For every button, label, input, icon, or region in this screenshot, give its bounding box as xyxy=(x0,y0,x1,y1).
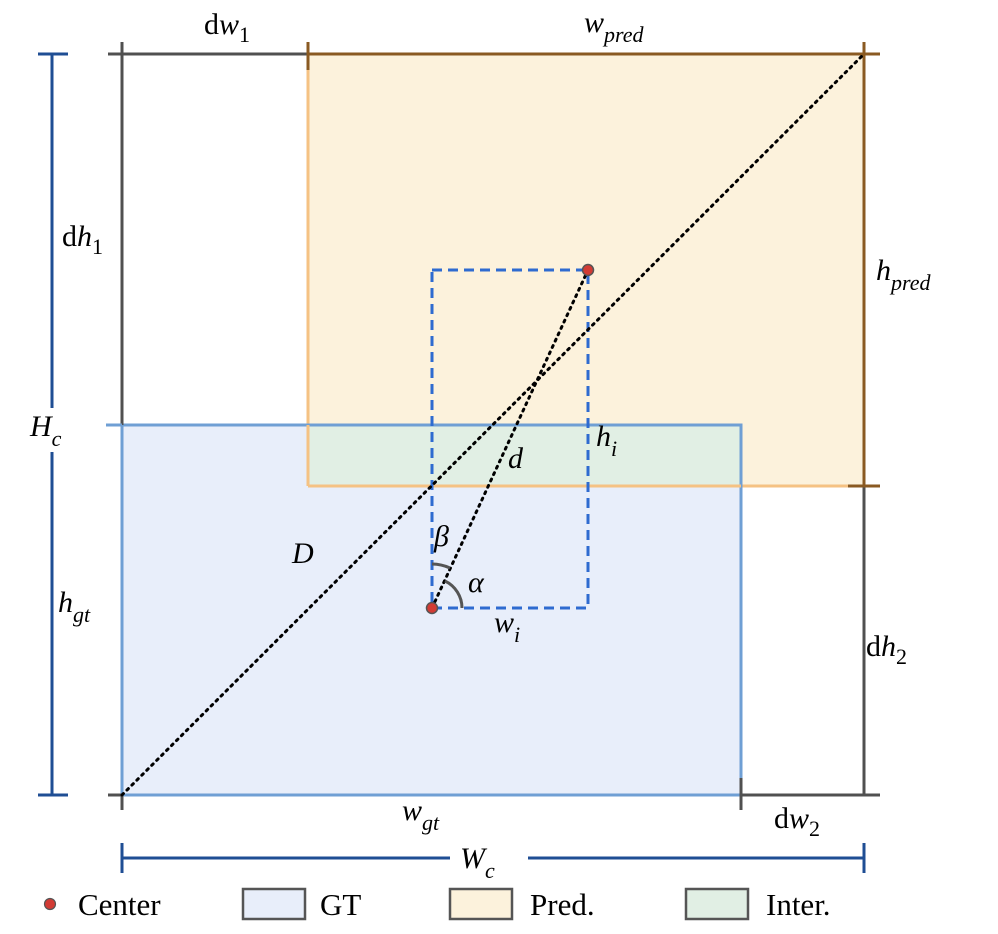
label-dw2: dw2 xyxy=(774,802,820,841)
label-beta: β xyxy=(433,520,449,553)
label-D: D xyxy=(291,537,314,570)
alpha-arc xyxy=(444,579,464,609)
legend-center-label: Center xyxy=(78,887,161,922)
legend-inter-label: Inter. xyxy=(766,887,831,922)
label-h-gt: hgt xyxy=(58,586,91,627)
label-h-pred: hpred xyxy=(876,254,932,295)
beta-arc xyxy=(431,562,451,570)
label-d: d xyxy=(508,442,524,475)
gt-center-point xyxy=(425,601,439,615)
label-Wc: Wc xyxy=(460,842,495,883)
dashed-center-rect xyxy=(430,268,590,610)
label-w-pred: wpred xyxy=(584,6,645,47)
legend-center-marker xyxy=(43,897,57,911)
diagonal-D xyxy=(120,52,866,797)
legend-gt-label: GT xyxy=(320,887,361,922)
legend: Center GT Pred. Inter. xyxy=(43,887,831,922)
legend-inter-swatch xyxy=(684,887,750,921)
pred-dimension-lines xyxy=(306,42,880,488)
legend-pred-label: Pred. xyxy=(530,887,595,922)
label-w-gt: wgt xyxy=(402,794,440,835)
legend-gt-swatch xyxy=(241,887,307,921)
label-alpha: α xyxy=(468,566,485,599)
label-dw1: dw1 xyxy=(204,8,250,47)
intersection-region xyxy=(309,426,740,485)
gray-dimension-lines xyxy=(108,42,880,810)
label-h-i: hi xyxy=(596,420,617,461)
label-w-i: wi xyxy=(494,606,520,647)
legend-pred-swatch xyxy=(448,887,514,921)
label-dh2: dh2 xyxy=(866,630,907,669)
label-dh1: dh1 xyxy=(62,220,103,259)
label-Hc: Hc xyxy=(29,410,62,451)
center-distance-d xyxy=(430,268,590,610)
wc-bracket xyxy=(120,843,866,873)
pred-center-point xyxy=(581,263,595,277)
hc-bracket xyxy=(38,52,68,797)
